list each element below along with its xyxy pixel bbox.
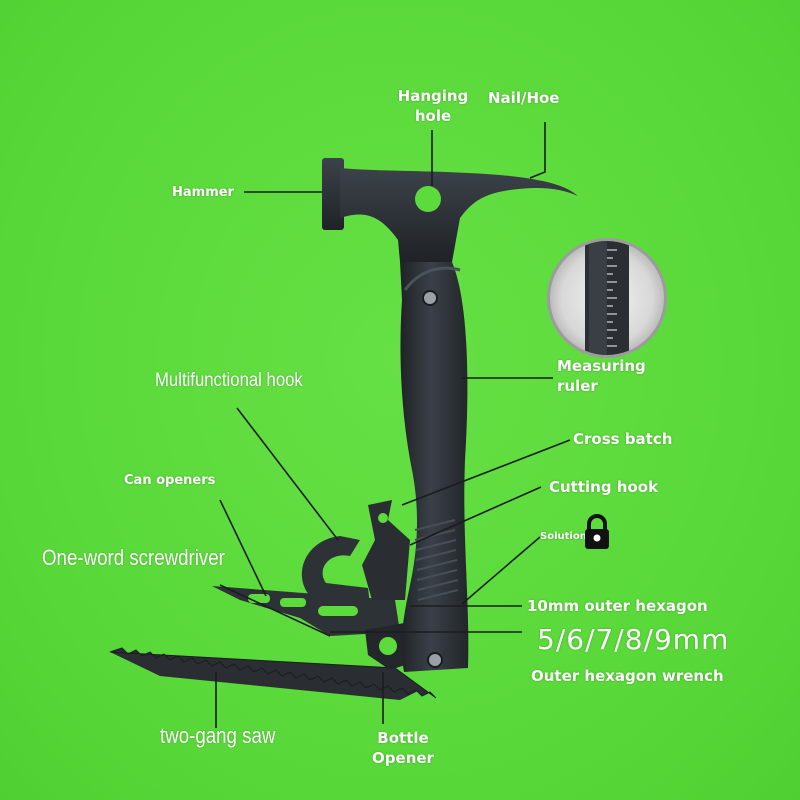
label-can-openers: Can openers (124, 473, 216, 488)
padlock-icon (585, 514, 609, 549)
label-multifunctional-hook: Multifunctional hook (155, 370, 303, 391)
label-hex-sizes: 5/6/7/8/9mm (537, 623, 730, 656)
label-solution: Solution (540, 531, 587, 542)
label-hex-10mm: 10mm outer hexagon (527, 597, 708, 615)
label-hanging-hole: Hanging hole (397, 87, 469, 125)
label-hex-wrench: Outer hexagon wrench (531, 667, 724, 685)
saw-blade (109, 647, 437, 700)
multifunctional-hook (301, 536, 370, 605)
label-nail-hoe: Nail/Hoe (488, 89, 560, 107)
label-hammer: Hammer (172, 185, 234, 200)
label-one-word-screwdriver: One-word screwdriver (42, 545, 225, 570)
label-cross-batch: Cross batch (573, 430, 673, 448)
leader-lines (215, 122, 571, 728)
handle (400, 262, 469, 672)
cutting-hook (362, 500, 410, 600)
hammer-head (322, 158, 578, 262)
ruler-magnifier (547, 238, 667, 358)
label-measuring-ruler: Measuring ruler (557, 357, 646, 395)
label-bottle-opener: Bottle Opener (372, 729, 434, 767)
label-two-gang-saw: two-gang saw (160, 723, 276, 748)
label-cutting-hook: Cutting hook (549, 478, 659, 496)
